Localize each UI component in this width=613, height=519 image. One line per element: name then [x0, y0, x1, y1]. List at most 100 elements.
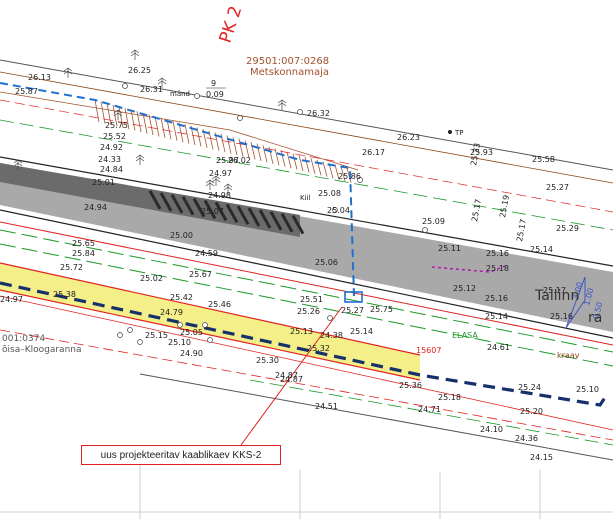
vert-label-4: 25.17: [515, 218, 528, 242]
street-name-label: Tallinn: [534, 288, 579, 304]
elevation-label: 25.30: [256, 356, 279, 365]
street-name-suffix: ra: [588, 310, 602, 326]
tp-label: TP: [454, 129, 464, 137]
parcel2-name-label: õisa–Kloogaranna: [2, 345, 82, 355]
survey-point-icon: [297, 109, 303, 115]
road-stripe: [192, 197, 206, 218]
elevation-label: 25.18: [438, 393, 461, 402]
elevation-label: 25.15: [145, 331, 168, 340]
elevation-label: 25.36: [399, 381, 422, 390]
elevation-label: 25.11: [438, 244, 461, 253]
survey-point-icon: [194, 93, 200, 99]
elevation-label: 25.93: [470, 148, 493, 157]
elevation-label: 24.79: [160, 308, 183, 317]
elevation-label: 25.52: [103, 132, 126, 141]
cable-well[interactable]: [344, 291, 363, 303]
elevation-label: 24.59: [195, 249, 218, 258]
boundary-purple: [431, 265, 506, 273]
trench-route: [0, 82, 355, 297]
embankment-hatch: [0, 91, 359, 183]
parcel-name-label: Metskonnamaja: [250, 67, 329, 78]
elevation-label: 25.08: [318, 189, 341, 198]
vert-label-3: 25.19: [498, 194, 511, 218]
elevation-label: 25.12: [453, 284, 476, 293]
elevation-label: 25.20: [520, 407, 543, 416]
elevation-label: 24.97: [0, 295, 23, 304]
tree-icon: [277, 99, 287, 110]
elevation-label: 24.10: [480, 425, 503, 434]
elevation-label: 25.10: [576, 385, 599, 394]
parcel2-id-label: 001:0374: [2, 334, 45, 344]
dimension-box: [565, 276, 586, 329]
kiil-label: Kiil: [300, 194, 310, 202]
survey-point-icon: [207, 337, 213, 343]
fraction-top: 9: [211, 79, 216, 88]
elevation-label: 25.86: [338, 172, 361, 181]
cable-corridor: [0, 263, 420, 380]
elevation-label: 25.38: [53, 290, 76, 299]
elevation-label: 25.16: [486, 249, 509, 258]
elevation-label: 25.65: [72, 239, 95, 248]
elevation-label: 25.42: [170, 293, 193, 302]
tree-symbols: [13, 49, 287, 194]
elasa-label: ELASA: [452, 331, 478, 340]
elevation-label: 25.01: [92, 178, 115, 187]
elevation-label: 25.46: [208, 300, 231, 309]
tree-icon: [223, 183, 233, 194]
survey-point-icon: [137, 339, 143, 345]
survey-point-icon: [327, 315, 333, 321]
elevation-label: 24.15: [530, 453, 553, 462]
elevation-label: 25.09: [422, 217, 445, 226]
elevation-label: 25.58: [532, 155, 555, 164]
survey-point-icon: [422, 227, 428, 233]
tree-icon: [113, 109, 123, 120]
elevation-label: 25.04: [327, 206, 350, 215]
elevation-label: 24.87: [275, 371, 298, 380]
pk-label: PK 2: [216, 4, 247, 46]
elevation-label: 25.75: [370, 305, 393, 314]
elevation-label: 24.33: [98, 155, 121, 164]
elevation-label: 25.06: [315, 258, 338, 267]
road-stripe: [247, 207, 261, 227]
elevation-label: 24.38: [320, 331, 343, 340]
dim-label-2: 1.00: [582, 287, 595, 307]
elevation-label: 25.29: [556, 224, 579, 233]
corridor-edges: [0, 262, 613, 431]
tree-icon: [211, 175, 221, 186]
elevation-label: 26.31: [140, 85, 163, 94]
elevation-label: 25.67: [189, 270, 212, 279]
elevation-labels: 26.1326.2526.3126.3226.2325.9325.5825.27…: [0, 66, 599, 462]
elevation-label: 25.07: [201, 207, 224, 216]
elevation-label: 25.72: [60, 263, 83, 272]
road-stripe: [236, 205, 250, 225]
dim-label-1: 3.00: [571, 281, 584, 301]
survey-point-icon: [332, 207, 338, 213]
alignment-lines: [0, 59, 613, 461]
elevation-label: 24.84: [100, 165, 123, 174]
elevation-label: 25.27: [341, 306, 364, 315]
road-stripe: [225, 203, 239, 224]
road-stripes: [148, 190, 305, 235]
tp-marker: [448, 130, 452, 134]
survey-point-icon: [357, 177, 363, 183]
elevation-label: 25.32: [307, 344, 330, 353]
elevation-label: 25.27: [546, 183, 569, 192]
dim-label-3: 0.50: [591, 301, 604, 321]
vert-label-2: 25.17: [470, 198, 483, 222]
elevation-label: 25.18: [486, 264, 509, 273]
elevation-label: 26.25: [128, 66, 151, 75]
elevation-label: 24.61: [487, 343, 510, 352]
pipe-label: 15607: [416, 346, 441, 355]
elevation-label: 24.71: [418, 405, 441, 414]
elevation-label: 25.97: [216, 156, 239, 165]
elevation-label: 26.13: [28, 73, 51, 82]
road-stripe: [280, 213, 294, 233]
elevation-label: 24.87: [280, 375, 303, 384]
road-stripe: [159, 192, 173, 212]
road-stripe: [291, 214, 305, 235]
elevation-label: 24.94: [84, 203, 107, 212]
road-stripe: [203, 199, 217, 220]
elevation-label: 26.02: [228, 156, 251, 165]
elevation-label: 25.14: [350, 327, 373, 336]
